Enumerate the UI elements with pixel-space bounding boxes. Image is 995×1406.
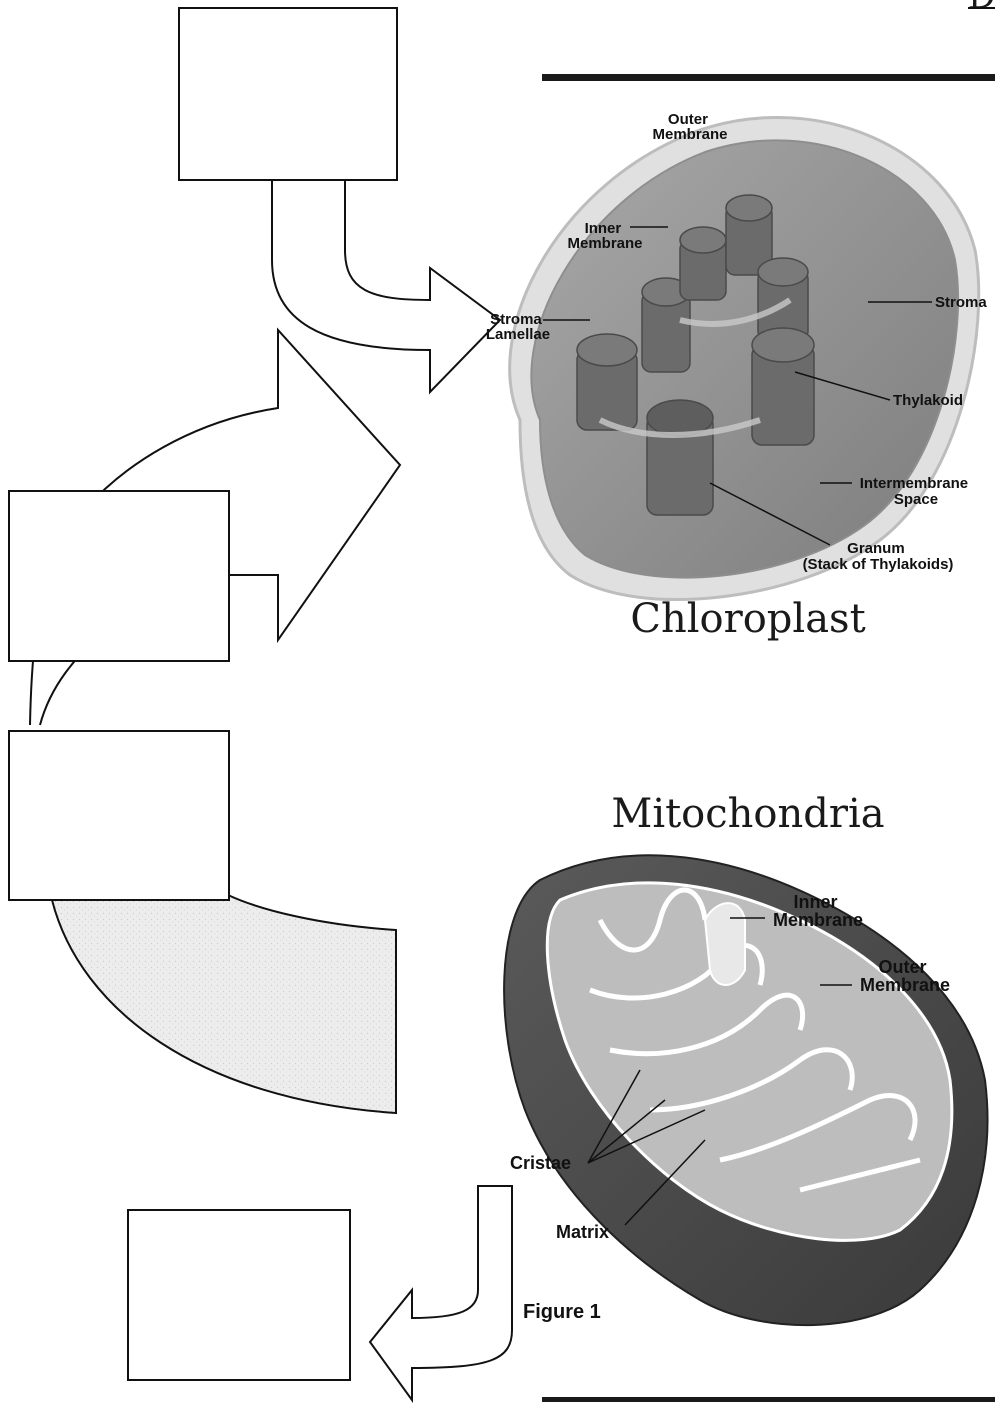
chloroplast-label-stroma-lamellae: Stroma Lamellae (486, 311, 550, 343)
chloroplast-label-outer-membrane: Outer Membrane (652, 111, 727, 143)
chloroplast-label-stroma: Stroma (935, 294, 987, 311)
chloroplast-title: Chloroplast (630, 596, 865, 642)
bottom-hook-arrow (370, 1186, 512, 1400)
mitochondria-illustration (504, 855, 987, 1325)
lower-shaded-arrow (52, 895, 396, 1113)
answer-box-top[interactable] (179, 8, 397, 180)
mitochondria-label-cristae: Cristae (510, 1153, 571, 1173)
answer-box-bottom[interactable] (128, 1210, 350, 1380)
bottom-divider (542, 1397, 995, 1402)
mitochondria-title: Mitochondria (611, 791, 884, 837)
mitochondria-label-matrix: Matrix (556, 1222, 609, 1242)
chloroplast-illustration (510, 117, 979, 599)
answer-box-upper-left[interactable] (9, 491, 229, 661)
figure-caption: Figure 1 (523, 1301, 601, 1323)
top-divider (542, 74, 995, 81)
answer-box-lower-left[interactable] (9, 731, 229, 900)
chloroplast-label-thylakoid: Thylakoid (893, 392, 963, 409)
